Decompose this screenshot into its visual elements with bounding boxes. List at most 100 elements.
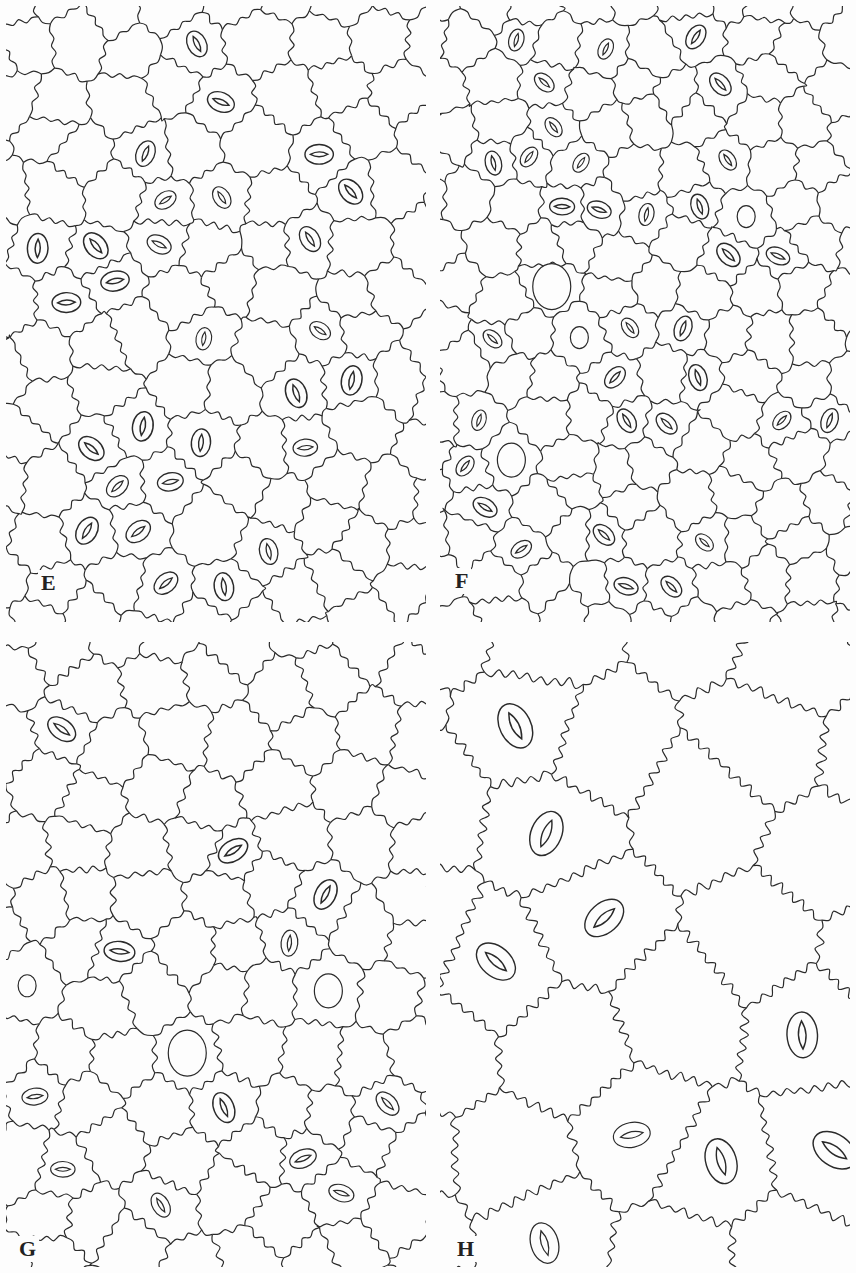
cell-wall [118, 668, 127, 708]
cell-wall [445, 491, 453, 510]
cell-wall [263, 586, 266, 591]
cell-wall [465, 253, 486, 277]
epidermis-panel [6, 6, 426, 622]
cell-wall [724, 124, 726, 130]
cell-wall [844, 491, 850, 527]
cell-wall [834, 269, 837, 271]
cell-wall [778, 392, 802, 408]
guard-cell-pair [508, 537, 535, 562]
cell-wall [538, 474, 547, 479]
cell-wall [804, 86, 832, 123]
cell-wall [444, 511, 450, 555]
cell-wall [214, 963, 248, 971]
cell-wall [113, 118, 161, 140]
cell-wall [315, 194, 317, 202]
cell-wall [148, 265, 179, 277]
cell-wall [622, 530, 627, 557]
stoma [282, 376, 311, 411]
cell-wall [175, 817, 222, 831]
cell-wall [81, 279, 102, 314]
cell-wall [819, 1256, 850, 1267]
stoma [637, 202, 656, 227]
cell-wall [55, 769, 80, 816]
cell-wall [766, 196, 776, 229]
panel-letter: G [16, 1236, 39, 1262]
guard-cell-pair [818, 406, 842, 435]
guard-cell-pair [43, 712, 80, 747]
cell-wall [338, 1117, 354, 1149]
cell-wall [212, 1225, 244, 1234]
cell-wall [802, 394, 830, 408]
cell-wall [328, 98, 367, 118]
cell-wall [134, 558, 147, 611]
cell-wall [675, 272, 681, 304]
cell-wall [305, 1090, 313, 1128]
cell-wall [609, 601, 630, 614]
cell-wall [443, 446, 454, 469]
cell-wall [6, 155, 12, 173]
stomatal-pore [620, 1130, 644, 1141]
cell-wall [712, 612, 717, 622]
cell-wall [288, 24, 294, 60]
cell-wall [809, 262, 834, 271]
stoma [585, 198, 613, 221]
cell-wall [750, 137, 781, 150]
cell-wall [608, 924, 678, 992]
cell-wall [345, 353, 376, 361]
cell-wall [6, 338, 9, 364]
cell-wall [517, 65, 523, 98]
stomatal-pore [548, 121, 559, 134]
cell-wall [469, 602, 486, 622]
stomatal-pore [591, 205, 607, 214]
stoma [372, 1088, 404, 1120]
cell-wall [541, 218, 552, 225]
cell-wall [820, 444, 830, 471]
guard-cell-pair [209, 1089, 239, 1126]
cell-wall [717, 600, 751, 612]
cell-wall [562, 6, 582, 7]
stomatal-pore [110, 948, 130, 955]
cell-wall [645, 396, 650, 401]
cell-wall [776, 604, 787, 613]
cell-wall [189, 183, 194, 219]
cell-wall [79, 769, 123, 787]
cell-wall [259, 265, 289, 270]
cell-wall [698, 597, 717, 612]
cell-wall [568, 1063, 634, 1122]
stomatal-pore [597, 528, 611, 541]
cell-wall [118, 653, 140, 667]
cell-wall [88, 977, 119, 983]
cell-wall [671, 616, 676, 622]
cell-wall [625, 448, 637, 484]
cell-wall [782, 310, 792, 315]
stomatal-pore [625, 321, 636, 334]
cell-wall [829, 527, 845, 534]
cell-wall [440, 988, 499, 1036]
cell-wall [79, 118, 90, 125]
cell-wall [171, 871, 183, 882]
cell-wall [244, 851, 262, 881]
cell-wall [393, 920, 426, 926]
cell-wall [64, 226, 76, 267]
cell-wall [293, 117, 321, 135]
cell-wall [827, 535, 830, 548]
cell-wall [387, 563, 426, 570]
cell-wall [826, 548, 839, 575]
stoma [452, 453, 478, 480]
cell-wall [442, 104, 470, 114]
guard-cell-pair [786, 1011, 819, 1058]
stoma [601, 363, 630, 392]
cell-wall [681, 513, 715, 532]
cell-wall [585, 273, 632, 281]
cell-wall [12, 155, 23, 162]
cell-wall [789, 315, 794, 364]
cell-wall [92, 1028, 138, 1039]
cell-wall [464, 140, 477, 164]
cell-wall [709, 466, 719, 474]
cell-wall [33, 1024, 39, 1059]
guard-cell-pair [685, 362, 710, 393]
cell-wall [768, 516, 809, 538]
guard-cell-pair [144, 231, 174, 258]
cell-wall [102, 311, 106, 314]
stoma [712, 239, 744, 271]
